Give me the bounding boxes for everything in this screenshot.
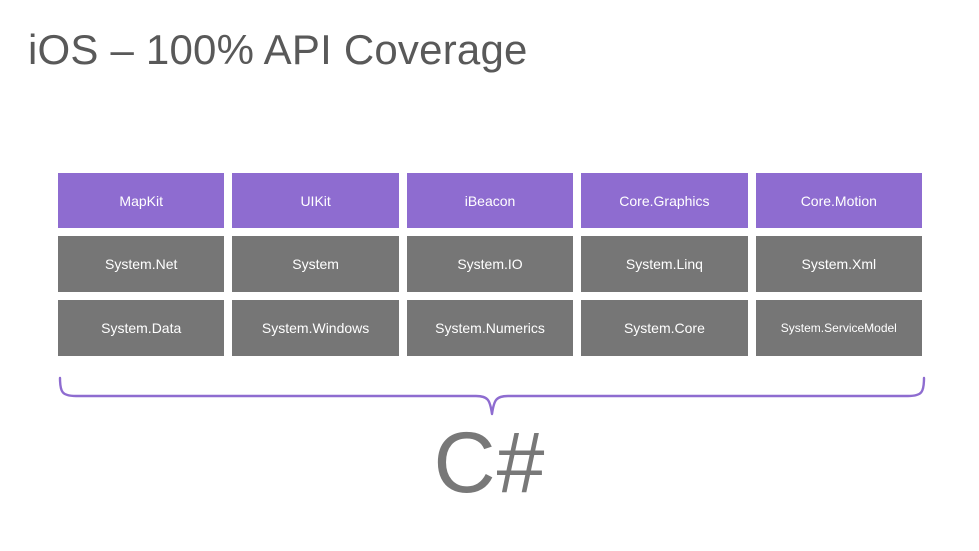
- api-cell-coregraphics[interactable]: Core.Graphics: [581, 173, 748, 228]
- api-cell-system-net[interactable]: System.Net: [58, 236, 225, 292]
- curly-brace-svg: [58, 376, 926, 416]
- api-coverage-table: MapKit UIKit iBeacon Core.Graphics Core.…: [58, 173, 923, 356]
- api-cell-system-windows[interactable]: System.Windows: [232, 300, 399, 356]
- api-cell-system-core[interactable]: System.Core: [581, 300, 748, 356]
- api-cell-system-linq[interactable]: System.Linq: [581, 236, 748, 292]
- api-cell-system-xml[interactable]: System.Xml: [755, 236, 923, 292]
- table-row: System.Data System.Windows System.Numeri…: [58, 300, 923, 356]
- api-cell-system-servicemodel[interactable]: System.ServiceModel: [755, 300, 923, 356]
- csharp-caption: C#: [433, 415, 546, 511]
- api-cell-coremotion[interactable]: Core.Motion: [755, 173, 923, 228]
- curly-brace-down-icon: [52, 372, 932, 420]
- table-row: System.Net System System.IO System.Linq …: [58, 236, 923, 292]
- api-cell-system-data[interactable]: System.Data: [58, 300, 225, 356]
- api-cell-uikit[interactable]: UIKit: [232, 173, 399, 228]
- api-cell-mapkit[interactable]: MapKit: [58, 173, 225, 228]
- api-cell-ibeacon[interactable]: iBeacon: [406, 173, 574, 228]
- page-title: iOS – 100% API Coverage: [28, 26, 528, 73]
- api-cell-system-numerics[interactable]: System.Numerics: [406, 300, 574, 356]
- table-row: MapKit UIKit iBeacon Core.Graphics Core.…: [58, 173, 923, 228]
- api-cell-system[interactable]: System: [232, 236, 399, 292]
- api-cell-system-io[interactable]: System.IO: [406, 236, 574, 292]
